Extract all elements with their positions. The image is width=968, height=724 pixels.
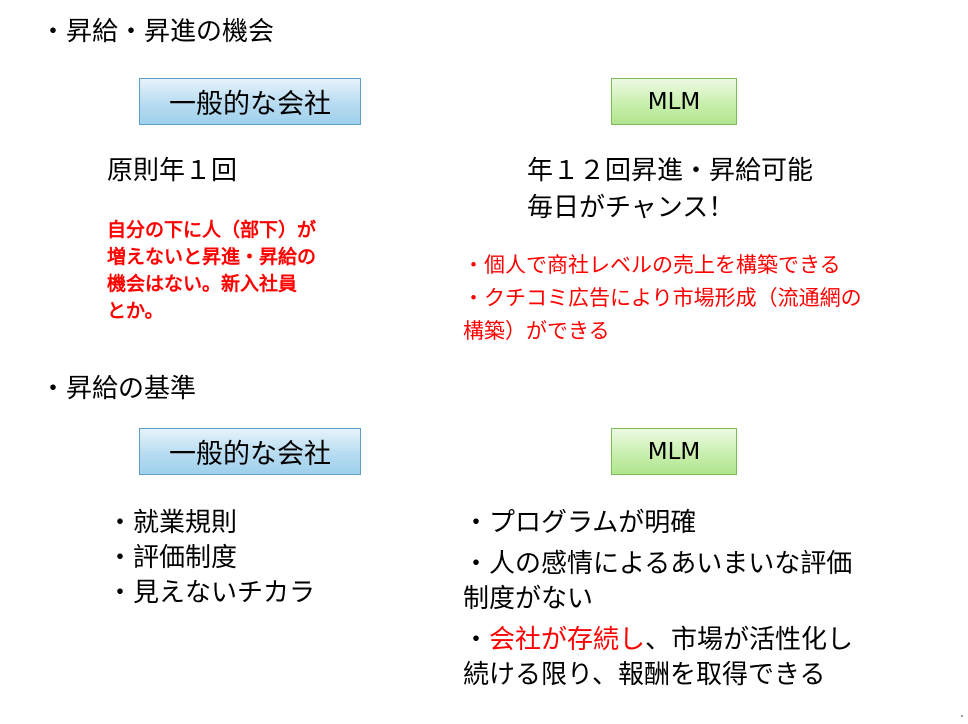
list-item: ・人の感情によるあいまいな評価 制度がない [463,547,853,617]
general-company-box-1: 一般的な会社 [139,78,361,125]
list-line: ・人の感情によるあいまいな評価 [463,549,853,579]
section2-heading: ・昇給の基準 [40,374,197,404]
mlm-box-1-label: MLM [647,88,701,115]
left-main-text: 原則年１回 [107,156,238,186]
right-notes: ・個人で商社レベルの売上を構築できる ・クチコミ広告により市場形成（流通網の 構… [463,249,862,348]
mlm-box-2: MLM [611,428,737,475]
mlm-box-2-label: MLM [647,438,701,465]
mlm-box-1: MLM [611,78,737,125]
section1-heading: ・昇給・昇進の機会 [40,17,275,47]
right-note-line: 構築）ができる [463,319,610,343]
left-note-line: 自分の下に人（部下）が [107,219,317,241]
list-line: 制度がない [463,584,594,614]
list-line: ・会社が存続し、市場が活性化し [463,623,853,658]
left-notes: 自分の下に人（部下）が 増えないと昇進・昇給の 機会はない。新入社員 とか。 [107,217,316,325]
right-main-line: 毎日がチャンス！ [527,193,735,223]
list-item: ・会社が存続し、市場が活性化し 続ける限り、報酬を取得できる [463,623,853,693]
left-note-line: 増えないと昇進・昇給の [107,246,317,268]
right-note-line: ・個人で商社レベルの売上を構築できる [463,253,841,277]
list-item: ・就業規則 [107,508,238,538]
general-company-box-2-label: 一般的な会社 [169,439,331,470]
list-item: ・プログラムが明確 [463,508,697,538]
list-item: ・評価制度 [107,543,238,573]
general-company-box-2: 一般的な会社 [139,428,361,475]
right-main-text: 年１２回昇進・昇給可能 毎日がチャンス！ [527,153,813,227]
right-criteria-list: ・プログラムが明確 ・人の感情によるあいまいな評価 制度がない ・会社が存続し、… [463,506,853,693]
left-note-line: とか。 [107,300,164,322]
left-note-line: 機会はない。新入社員 [107,273,298,295]
right-note-line: ・クチコミ広告により市場形成（流通網の [463,286,862,310]
left-criteria-list: ・就業規則 ・評価制度 ・見えないチカラ [107,506,315,611]
list-line: 続ける限り、報酬を取得できる [463,660,826,690]
general-company-box-1-label: 一般的な会社 [169,89,331,120]
bullet: ・ [463,625,490,655]
list-text: 、市場が活性化し [645,625,854,655]
right-main-line: 年１２回昇進・昇給可能 [527,156,814,186]
highlighted-text: 会社が存続し [489,625,646,655]
corner-dot [961,715,963,717]
list-item: ・見えないチカラ [107,578,316,608]
